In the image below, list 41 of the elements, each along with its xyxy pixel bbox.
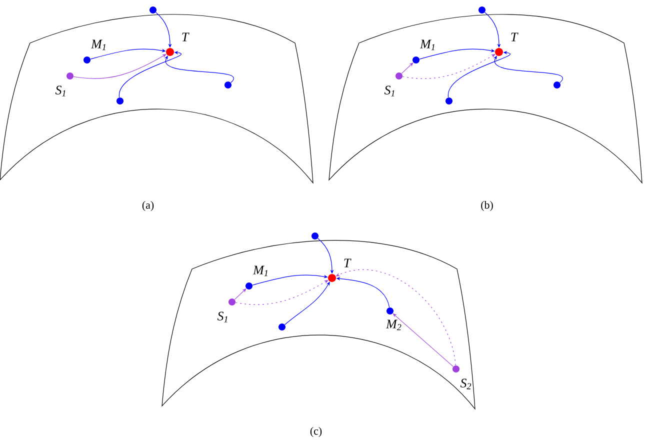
target-point (328, 274, 336, 282)
point-label: S$_{2}$ (460, 378, 472, 390)
arrow (234, 288, 246, 300)
source-point (452, 365, 460, 372)
arrow (164, 56, 234, 83)
arrow (493, 56, 563, 83)
point-label: T (511, 32, 518, 42)
point-dot (412, 56, 420, 64)
point-label: S$_{1}$ (217, 312, 228, 322)
point-dot (84, 56, 90, 64)
panel-caption: (c) (310, 427, 322, 437)
arrow (235, 280, 328, 305)
point-dot (246, 282, 252, 290)
point-label: M$_{2}$ (386, 320, 402, 330)
point-label: S$_{1}$ (55, 86, 66, 96)
point-dot (150, 6, 156, 14)
point-dot (478, 6, 486, 14)
point-dot (278, 323, 286, 330)
point-dot (116, 97, 124, 104)
point-label: T (344, 258, 352, 268)
point-dot (386, 307, 394, 314)
arrow (73, 54, 166, 79)
point-dot (312, 232, 318, 240)
panel-caption: (b) (481, 201, 493, 211)
source-point (66, 72, 74, 80)
point-dot (554, 81, 560, 88)
point-dot (446, 97, 452, 104)
arrow (401, 62, 414, 74)
point-label: M$_{1}$ (252, 266, 268, 276)
point-label: M$_{1}$ (90, 40, 106, 50)
source-point (396, 72, 402, 80)
point-label: M$_{1}$ (420, 40, 434, 50)
point-label: S$_{1}$ (384, 86, 394, 96)
target-point (495, 48, 503, 56)
panel-caption: (a) (142, 201, 154, 211)
target-point (166, 48, 174, 56)
arrow (402, 54, 496, 79)
point-label: T (182, 32, 190, 42)
source-point (228, 298, 236, 306)
point-dot (224, 81, 232, 88)
arrow (284, 282, 330, 325)
